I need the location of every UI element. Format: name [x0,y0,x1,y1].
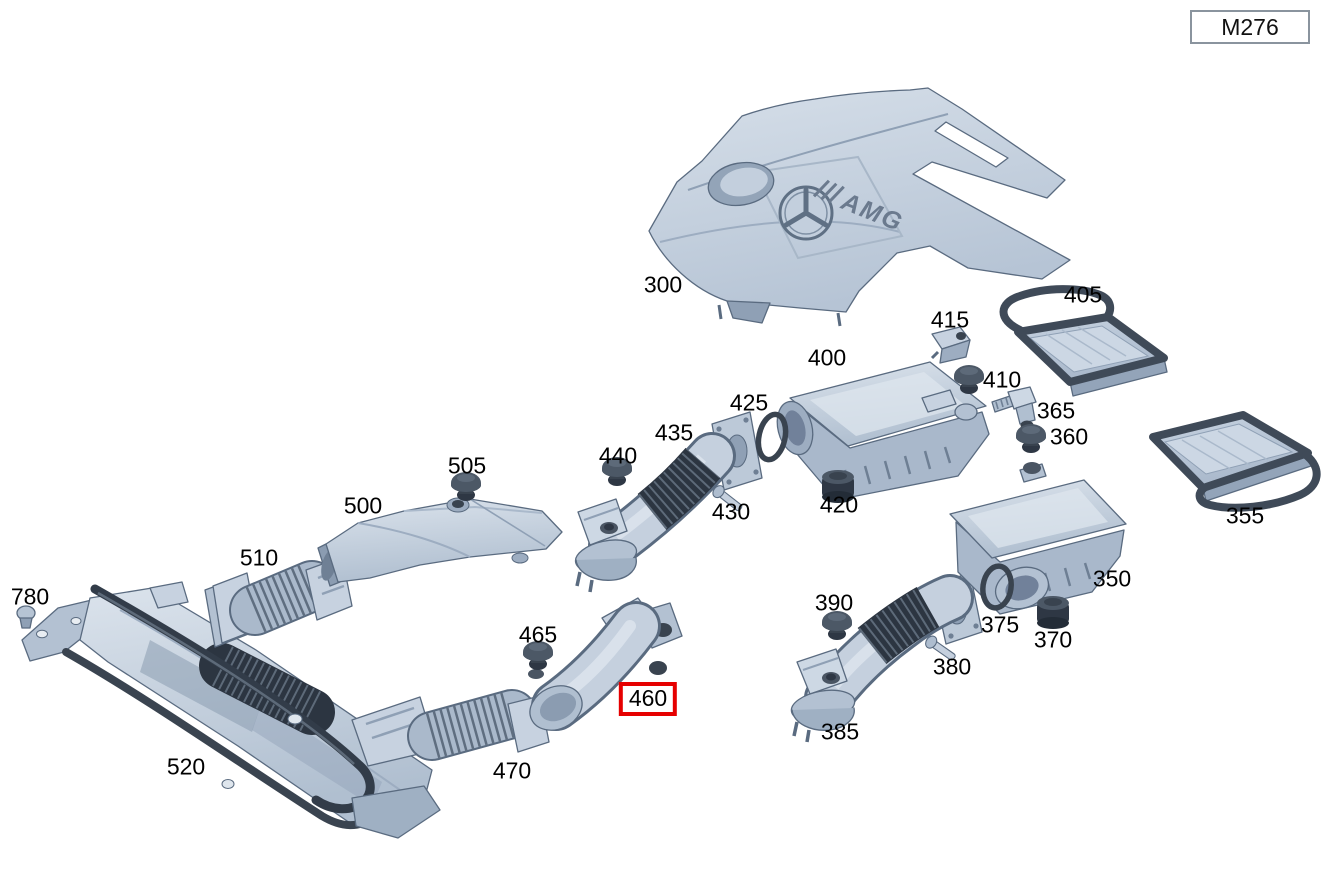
part-label-430[interactable]: 430 [711,498,751,525]
part-375-o-ring [980,563,1014,611]
part-label-460-selected[interactable]: 460 [618,682,678,716]
part-label-410[interactable]: 410 [982,366,1022,393]
part-365-sensor [991,386,1037,430]
part-label-520[interactable]: 520 [166,753,206,780]
part-520-crossmember [21,581,441,839]
part-385-intake-pipe [790,572,983,743]
part-label-405[interactable]: 405 [1063,281,1103,308]
part-400-air-cleaner-housing [776,361,990,501]
part-label-415[interactable]: 415 [930,306,970,333]
part-370-rubber-mount [1037,596,1069,629]
part-470-bellows-duct [351,689,550,767]
part-label-385[interactable]: 385 [820,718,860,745]
part-label-420[interactable]: 420 [819,491,859,518]
part-label-400[interactable]: 400 [807,344,847,371]
part-label-300[interactable]: 300 [643,271,683,298]
part-460-air-duct [528,597,683,731]
part-label-465[interactable]: 465 [518,621,558,648]
model-code-badge: M276 [1190,10,1310,44]
part-label-505[interactable]: 505 [447,452,487,479]
part-label-380[interactable]: 380 [932,653,972,680]
part-label-350[interactable]: 350 [1092,565,1132,592]
part-350-air-cleaner-housing [949,462,1127,615]
part-label-470[interactable]: 470 [492,757,532,784]
part-label-500[interactable]: 500 [343,492,383,519]
part-label-780[interactable]: 780 [10,583,50,610]
part-label-375[interactable]: 375 [980,611,1020,638]
part-label-365[interactable]: 365 [1036,397,1076,424]
part-425-o-ring [755,411,789,463]
part-label-370[interactable]: 370 [1033,626,1073,653]
part-435-intake-pipe [574,411,763,593]
part-355-air-filter [1149,411,1321,512]
part-405-air-filter [999,285,1168,397]
part-780-screw [16,605,36,629]
part-label-355[interactable]: 355 [1225,502,1265,529]
part-label-390[interactable]: 390 [814,589,854,616]
part-300-engine-cover: AMG [648,87,1071,327]
part-label-435[interactable]: 435 [654,419,694,446]
part-label-360[interactable]: 360 [1049,423,1089,450]
part-360-grommet [1016,424,1046,453]
part-label-440[interactable]: 440 [598,442,638,469]
part-500-air-duct [317,497,563,587]
model-code-text: M276 [1221,13,1279,40]
part-label-510[interactable]: 510 [239,544,279,571]
part-415-sensor [930,326,971,364]
part-label-425[interactable]: 425 [729,389,769,416]
part-510-bellows-duct [204,556,353,648]
